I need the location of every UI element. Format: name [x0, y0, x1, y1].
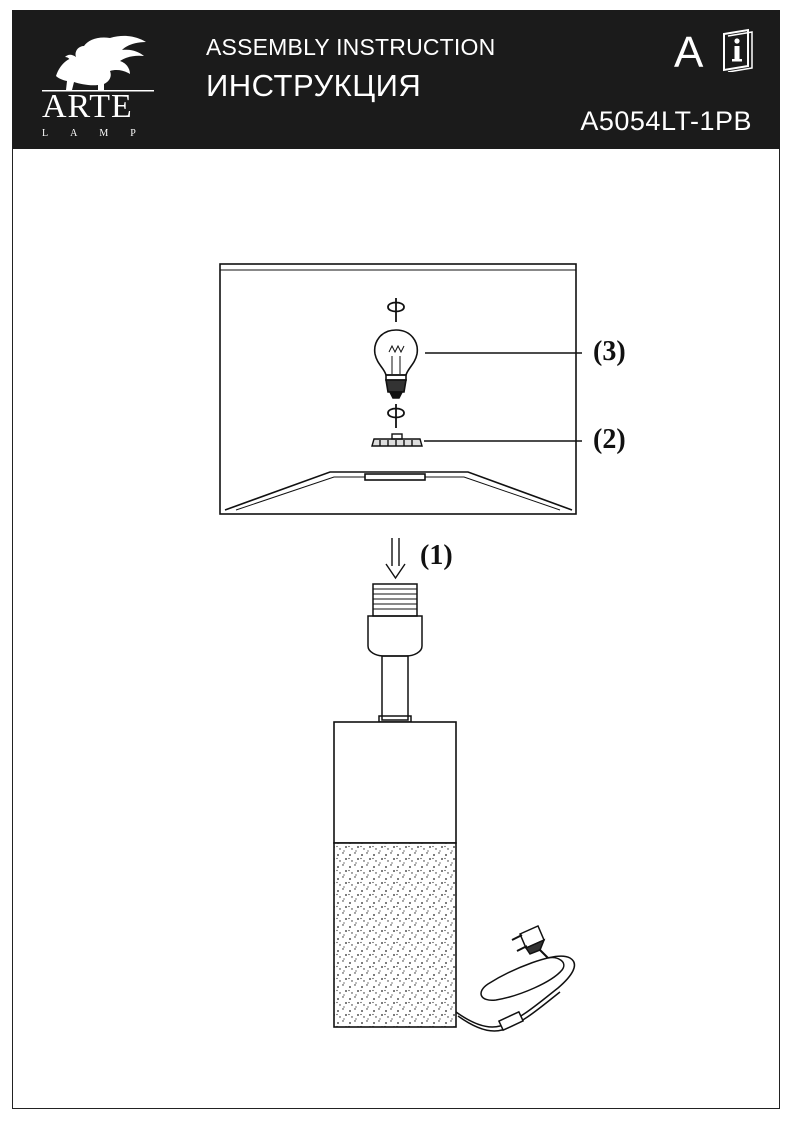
callout-step-1: (1): [420, 540, 453, 571]
power-cord: [455, 945, 576, 1032]
model-number: A5054LT-1PB: [580, 106, 752, 136]
title-english: ASSEMBLY INSTRUCTION: [206, 34, 496, 60]
callout-step-2: (2): [593, 424, 626, 455]
header-bar: ARTE LAMP ASSEMBLY INSTRUCTION ИНСТРУКЦИ…: [12, 10, 780, 149]
lamp-base: [333, 721, 457, 1028]
brand-name: ARTE: [42, 88, 133, 125]
light-bulb: [373, 329, 419, 399]
down-arrow-icon: [385, 538, 406, 580]
title-russian: ИНСТРУКЦИЯ: [206, 68, 422, 103]
callout-step-3: (3): [593, 336, 626, 367]
plug-icon: [511, 925, 546, 955]
rotate-icon: [387, 298, 405, 322]
info-book-icon: [723, 28, 753, 72]
winged-lion-logo: [42, 35, 154, 92]
shade-ring: [371, 433, 423, 447]
lampshade: [219, 263, 577, 515]
lamp-socket: [367, 583, 423, 723]
brand-subtitle: LAMP: [42, 128, 158, 139]
rotate-icon: [387, 404, 405, 428]
language-mark: A: [674, 28, 704, 77]
